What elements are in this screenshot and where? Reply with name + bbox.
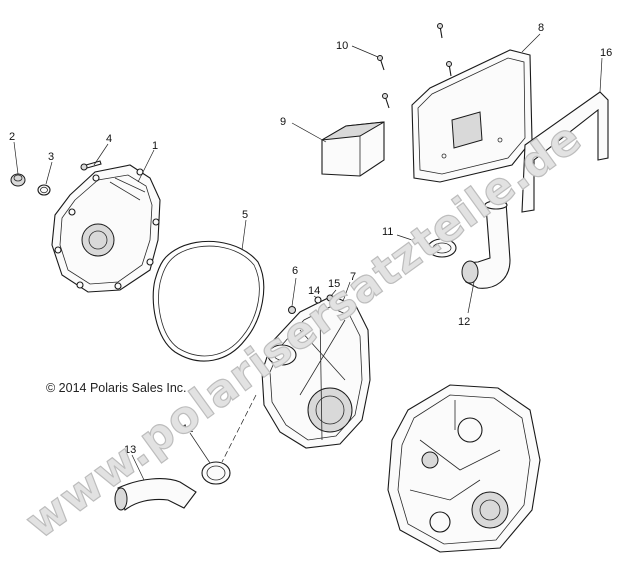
housing-screws [377,23,452,109]
callout-12: 12 [458,316,470,328]
callout-labels: 1 2 3 4 5 6 7 8 9 10 11 11 12 13 14 15 1… [9,22,612,456]
callout-4: 4 [106,133,112,145]
fitting-15 [326,294,334,302]
callout-8: 8 [538,22,544,34]
elbow-duct [114,478,197,511]
fitting-6 [288,306,296,314]
callout-1: 1 [152,140,158,152]
callout-13: 13 [124,444,136,456]
callout-3: 3 [48,151,54,163]
outer-clutch-cover [51,164,161,293]
fitting-14 [314,296,322,304]
callout-14: 14 [308,285,320,297]
callout-11-lower: 11 [182,423,193,435]
callout-2: 2 [9,131,15,143]
cover-gasket [152,240,265,362]
mounting-bracket [521,91,609,213]
callout-7: 7 [350,271,356,283]
air-filter-housing [411,49,533,183]
hose-clamp-lower [201,461,231,485]
inner-clutch-cover [261,295,371,449]
hose-clamp-upper [427,238,457,258]
drain-plug [10,173,26,187]
o-ring [37,184,51,196]
callout-16: 16 [600,47,612,59]
callout-15: 15 [328,278,340,290]
callout-11-upper: 11 [382,226,393,238]
foam-filter-block [321,121,385,177]
callout-10: 10 [336,40,348,52]
intake-duct [461,200,511,289]
engine-transmission [387,384,541,553]
copyright-text: © 2014 Polaris Sales Inc. [46,381,187,395]
leader-lines [13,33,603,481]
cover-screw [80,160,102,171]
callout-9: 9 [280,116,286,128]
callout-6: 6 [292,265,298,277]
callout-5: 5 [242,209,248,221]
